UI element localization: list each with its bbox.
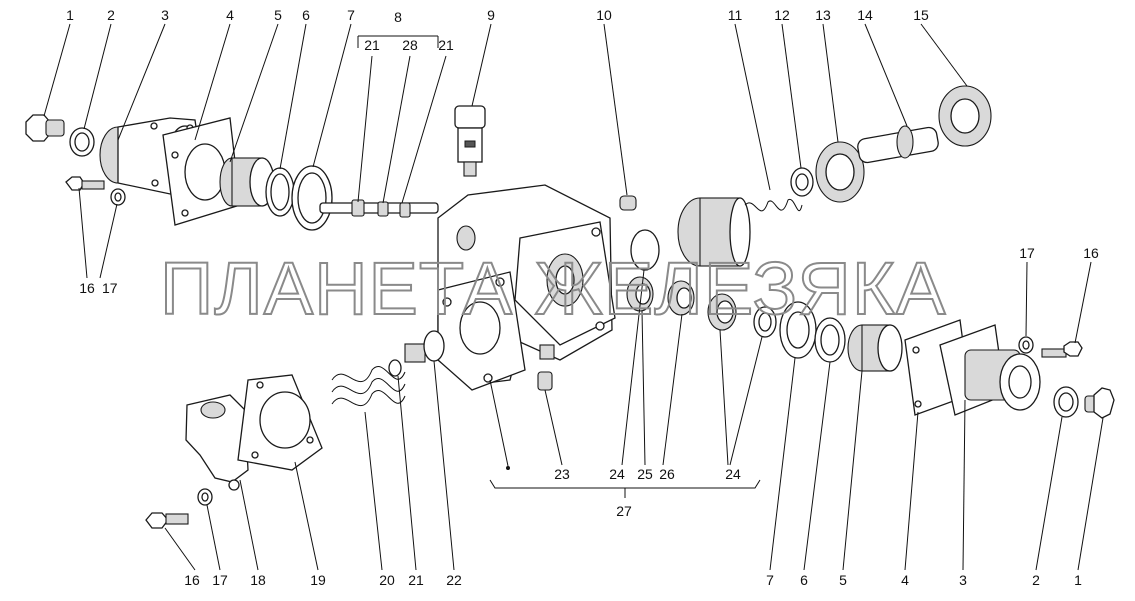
reference-dot (506, 466, 510, 470)
part-8-valve-stem (319, 199, 439, 218)
callout-label: 5 (274, 7, 282, 23)
callout-label: 17 (212, 572, 228, 588)
part-5-bushing-right (847, 324, 903, 372)
callout-label: 2 (107, 7, 115, 23)
callout-label: 16 (184, 572, 200, 588)
part-16-bolt-right (1041, 341, 1083, 358)
part-4-gasket-top (162, 117, 241, 226)
part-11-piston-spring (677, 197, 803, 267)
part-13-cup (815, 141, 865, 203)
callout-label: 7 (347, 7, 355, 23)
valve-body (437, 184, 616, 391)
part-12-washer (790, 167, 814, 197)
callout-label: 5 (839, 572, 847, 588)
callout-label: 6 (800, 572, 808, 588)
part-2-washer-top (69, 127, 95, 157)
part-22-valve (404, 330, 445, 363)
watermark: ПЛАНЕТА ЖЕЛЕЗЯКА (160, 247, 946, 330)
group-label-8: 8 (394, 9, 402, 25)
part-9-breather (454, 105, 486, 177)
part-23-pin (537, 371, 553, 391)
callout-label: 17 (102, 280, 118, 296)
callout-label: 7 (766, 572, 774, 588)
callout-label: 24 (609, 466, 625, 482)
part-15-cap (938, 85, 992, 147)
callout-label: 4 (901, 572, 909, 588)
part-14-stem (857, 125, 939, 164)
group-label-8-28: 28 (402, 37, 418, 53)
part-20-spring (331, 366, 406, 407)
part-1-plug-top (25, 114, 65, 142)
callout-label: 9 (487, 7, 495, 23)
part-7-diaphragm-top (291, 165, 333, 231)
part-24-26-seals (626, 229, 777, 338)
callout-label: 11 (728, 7, 743, 23)
callout-label: 21 (408, 572, 424, 588)
part-6-oring-top (265, 167, 295, 217)
callout-label: 16 (1083, 245, 1099, 261)
callout-label: 6 (302, 7, 310, 23)
part-21-washer-lower (388, 359, 402, 377)
callout-label: 16 (79, 280, 95, 296)
callout-label: 3 (959, 572, 967, 588)
part-2-washer-right (1053, 386, 1079, 418)
callout-label: 15 (913, 7, 929, 23)
part-17-washer-right (1018, 336, 1034, 354)
part-1-plug-right (1084, 387, 1115, 419)
callout-label: 18 (250, 572, 266, 588)
callout-label: 4 (226, 7, 234, 23)
callout-label: 2 (1032, 572, 1040, 588)
callout-label: 20 (379, 572, 395, 588)
callout-label: 1 (1074, 572, 1082, 588)
part-3-cover-right (939, 324, 1041, 416)
part-16-bolt-top (65, 176, 105, 191)
callout-label: 13 (815, 7, 831, 23)
callout-label: 22 (446, 572, 462, 588)
part-5-bushing-top (219, 157, 275, 207)
callout-label: 12 (774, 7, 790, 23)
part-10-pin (619, 195, 637, 211)
part-16-bolt-lower (145, 512, 189, 529)
callout-label: 24 (725, 466, 741, 482)
callout-label: 23 (554, 466, 570, 482)
callout-label: 14 (857, 7, 873, 23)
part-7-diaphragm-right (779, 301, 817, 359)
group-label-8-21a: 21 (364, 37, 380, 53)
group-label-27: 27 (616, 503, 632, 519)
leader-lines (43, 23, 1104, 571)
part-17-washer-top (110, 188, 126, 206)
callout-label: 25 (637, 466, 653, 482)
callout-label: 1 (66, 7, 74, 23)
callout-label: 17 (1019, 245, 1035, 261)
callout-label: 10 (596, 7, 612, 23)
callout-label: 19 (310, 572, 326, 588)
part-17-washer-lower (197, 488, 213, 506)
part-19-gasket-lower (237, 374, 323, 471)
callout-labels: 1 2 3 4 5 6 7 9 10 11 12 13 14 15 16 17 … (66, 7, 1099, 588)
part-18-elbow (185, 394, 249, 491)
group-label-8-21b: 21 (438, 37, 454, 53)
callout-label: 26 (659, 466, 675, 482)
callout-label: 3 (161, 7, 169, 23)
